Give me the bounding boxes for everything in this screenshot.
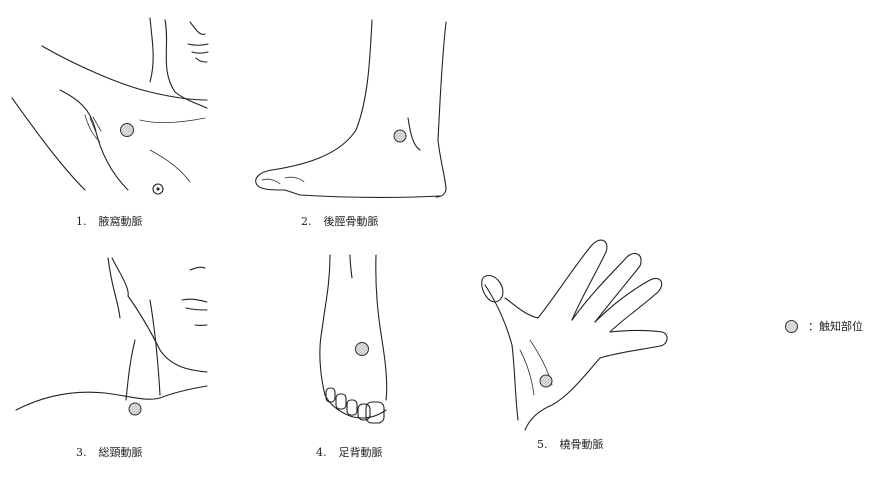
legend-label: ：触知部位	[808, 320, 863, 333]
foot-top-illustration	[319, 254, 388, 424]
figure-caption-2: 2. 後脛骨動脈	[301, 213, 379, 229]
figure-number: 1.	[76, 215, 87, 228]
pulse-point-marker	[539, 374, 553, 388]
figure-number: 4.	[316, 446, 327, 459]
figure-number: 3.	[76, 446, 87, 459]
figure-caption-5: 5. 橈骨動脈	[537, 436, 604, 452]
figure-label: 腋窩動脈	[98, 215, 143, 228]
figure-number: 2.	[301, 215, 312, 228]
foot-side-illustration	[255, 19, 447, 198]
figure-caption-3: 3. 総頸動脈	[76, 444, 143, 460]
figure-caption-4: 4. 足背動脈	[316, 444, 383, 460]
figure-label: 足背動脈	[338, 446, 383, 459]
pulse-point-marker	[120, 123, 134, 137]
figure-number: 5.	[537, 438, 548, 451]
pulse-point-marker	[393, 129, 407, 143]
hand-illustration	[481, 239, 668, 431]
neck-illustration	[15, 257, 208, 416]
legend: ：触知部位	[785, 318, 863, 334]
pulse-point-legend-icon	[785, 319, 798, 333]
axilla-illustration	[11, 17, 209, 195]
figure-label: 後脛骨動脈	[323, 215, 379, 228]
figure-label: 総頸動脈	[98, 446, 143, 459]
pulse-point-marker	[128, 402, 142, 416]
figure-label: 橈骨動脈	[559, 438, 604, 451]
pulse-point-marker	[355, 342, 369, 356]
figure-caption-1: 1. 腋窩動脈	[76, 213, 143, 229]
